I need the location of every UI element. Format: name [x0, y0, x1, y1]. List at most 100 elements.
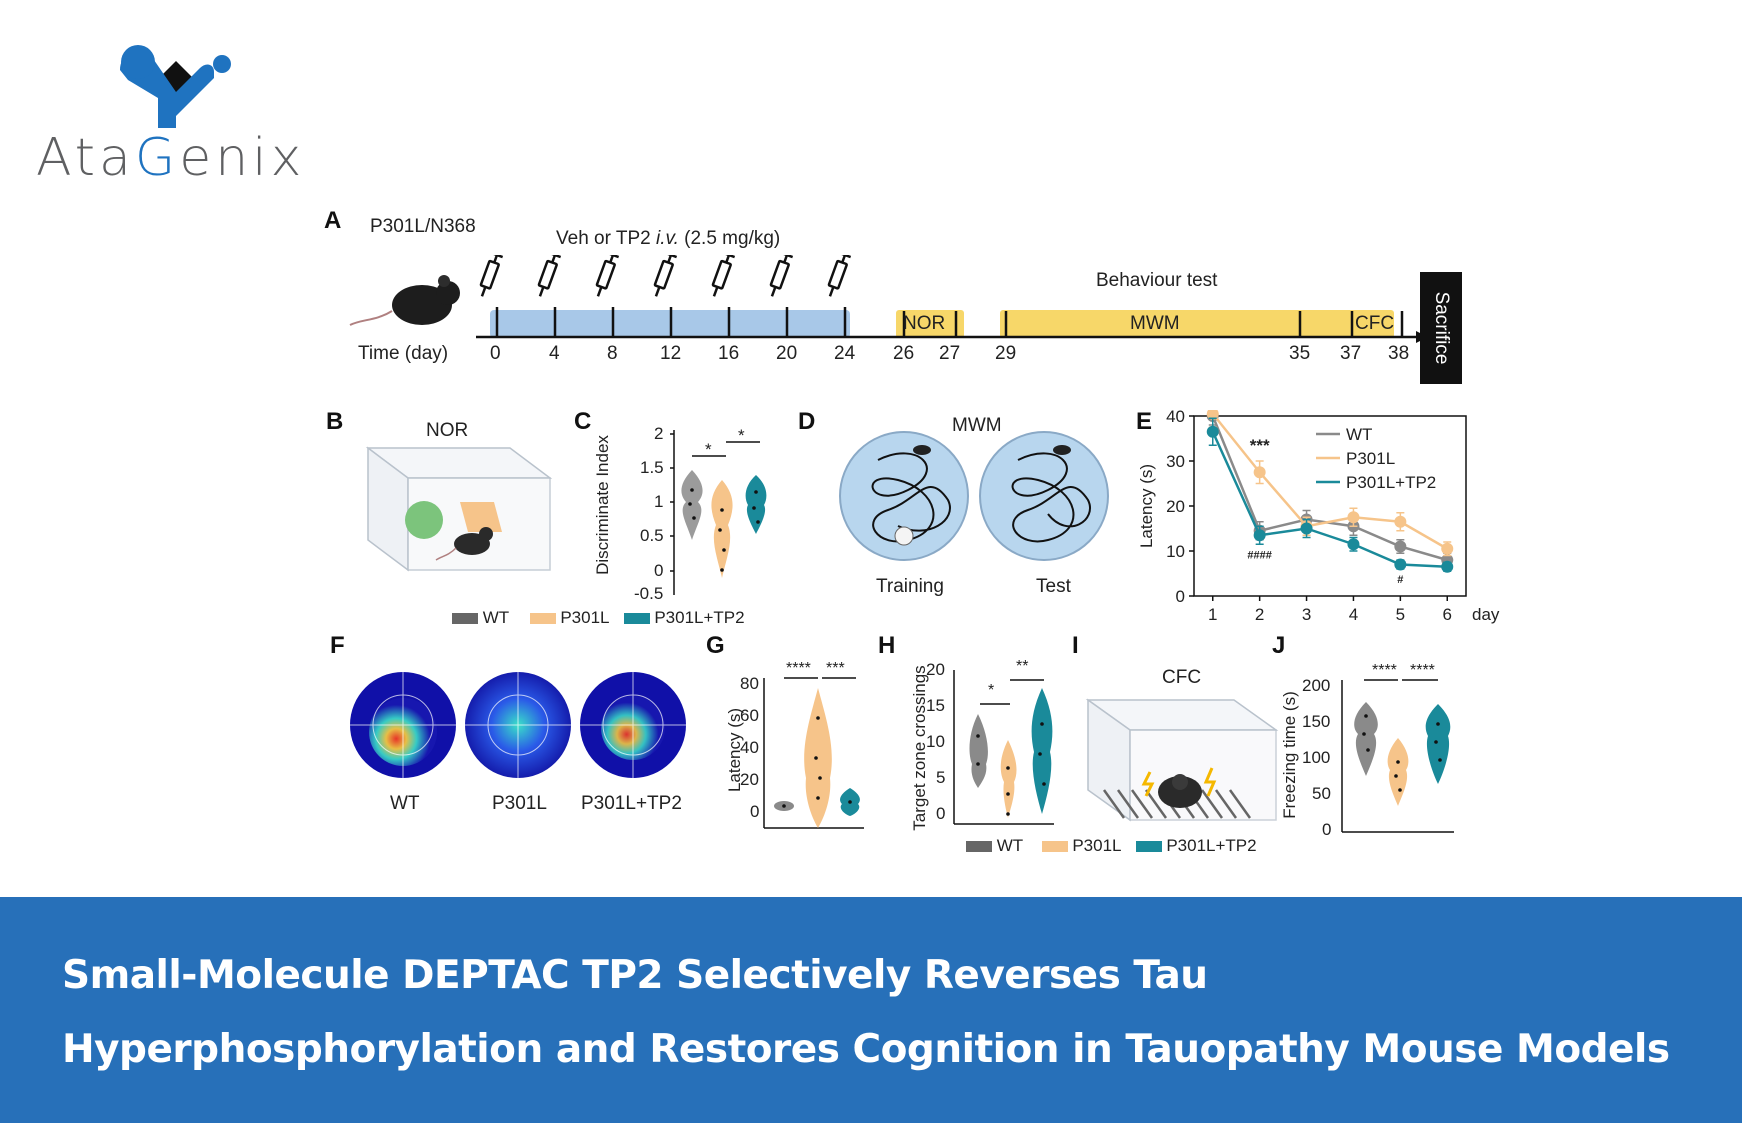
panel-j-label: J [1272, 632, 1286, 659]
x-tick-label: 1 [1208, 605, 1217, 624]
h-ytick-5: 5 [936, 768, 946, 787]
x-tick-label: 5 [1396, 605, 1405, 624]
test-label-mwm: MWM [1130, 313, 1180, 334]
c-ytick-1.5: 1.5 [640, 458, 664, 477]
series-line-2 [1211, 431, 1448, 568]
h-ytick-15: 15 [926, 696, 945, 715]
day-16: 16 [718, 343, 740, 364]
data-point [1394, 558, 1407, 571]
g-ytick-80: 80 [740, 674, 759, 693]
panel-j-ylabel: Freezing time (s) [1280, 691, 1299, 819]
nor-arena-illustration [365, 446, 553, 572]
day-37: 37 [1340, 343, 1362, 364]
data-point [1441, 560, 1454, 573]
h-sig-1: * [988, 682, 995, 699]
mwm-test: Test [1036, 576, 1071, 597]
legend-top: WT P301L P301L+TP2 [452, 608, 745, 628]
heatmap-label-p301l: P301L [492, 793, 547, 814]
legend2-swatch-p301l [1041, 841, 1068, 853]
data-point [1347, 511, 1360, 524]
panel-a-treatment: Veh or TP2 i.v. (2.5 mg/kg) [556, 228, 781, 249]
data-point [1347, 538, 1360, 551]
j-ytick-200: 200 [1302, 676, 1331, 695]
y-tick-label: 0 [1176, 587, 1185, 606]
sacrifice-label: Sacrifice [1431, 291, 1452, 365]
mouse-icon [349, 275, 460, 326]
j-ytick-0: 0 [1322, 820, 1332, 839]
panel-c-label: C [574, 408, 592, 435]
c-ytick-1: 1 [654, 492, 664, 511]
j-ytick-150: 150 [1302, 712, 1331, 731]
data-point [1206, 410, 1219, 420]
test-label-nor: NOR [903, 313, 946, 334]
c-sig-1: * [705, 440, 712, 459]
day-35: 35 [1289, 343, 1311, 364]
j-sig-2: **** [1410, 662, 1435, 679]
legend-text-2: P301L+TP2 [1346, 473, 1436, 492]
x-axis-title: day [1472, 605, 1500, 624]
j-sig-1: **** [1372, 662, 1397, 679]
panel-g-violin-plot [763, 677, 864, 829]
g-ytick-40: 40 [740, 738, 759, 757]
annotation: *** [1250, 436, 1270, 455]
g-sig-2: *** [826, 660, 845, 677]
heatmap-label-tp2: P301L+TP2 [581, 793, 682, 814]
c-ytick-0: 0 [654, 561, 664, 580]
c-ytick-2: 2 [654, 424, 664, 443]
data-point [1300, 522, 1313, 535]
legend2-label-tp2: P301L+TP2 [1166, 836, 1257, 855]
day-38: 38 [1388, 343, 1410, 364]
panel-b-title: NOR [426, 420, 469, 441]
day-8: 8 [607, 343, 618, 364]
data-point [1441, 542, 1454, 555]
mwm-training: Training [876, 576, 944, 597]
brand-logo: AtaGenix [36, 40, 336, 190]
legend2-label-wt: WT [996, 836, 1023, 855]
legend-label-tp2: P301L+TP2 [654, 608, 745, 627]
legend2-swatch-tp2 [1135, 841, 1162, 853]
panel-i-title: CFC [1162, 667, 1202, 688]
panel-c-violin-plot [670, 430, 767, 595]
legend-label-wt: WT [482, 608, 509, 627]
y-tick-label: 40 [1166, 410, 1185, 426]
panel-a-label: A [324, 207, 342, 234]
legend-swatch-tp2 [623, 613, 650, 625]
y-tick-label: 30 [1166, 452, 1185, 471]
legend-text-0: WT [1346, 425, 1372, 444]
g-ytick-0: 0 [750, 802, 760, 821]
legend-text-1: P301L [1346, 449, 1395, 468]
legend2-label-p301l: P301L [1072, 836, 1121, 855]
day-24: 24 [834, 343, 856, 364]
data-point [1394, 515, 1407, 528]
panel-b-label: B [326, 408, 344, 435]
panel-j-violin-plot [1341, 679, 1454, 833]
day-20: 20 [776, 343, 798, 364]
data-point [1206, 425, 1219, 438]
c-ytick-neg0.5: -0.5 [634, 584, 664, 603]
panel-e-label: E [1136, 408, 1153, 435]
y-tick-label: 10 [1166, 542, 1185, 561]
data-point [1253, 466, 1266, 479]
c-sig-2: * [738, 426, 745, 445]
test-label-cfc: CFC [1355, 313, 1395, 334]
time-axis-label: Time (day) [358, 343, 449, 364]
x-tick-label: 6 [1443, 605, 1452, 624]
logo-mark-icon [120, 45, 231, 128]
mwm-pool-illustration [839, 431, 1109, 561]
data-point [1253, 529, 1266, 542]
brand-wordmark: AtaGenix [36, 128, 306, 188]
y-tick-label: 20 [1166, 497, 1185, 516]
legend-swatch-p301l [529, 613, 556, 625]
j-ytick-100: 100 [1302, 748, 1331, 767]
heatmap-tracks [350, 672, 686, 778]
panel-d-title: MWM [952, 415, 1002, 436]
h-ytick-20: 20 [926, 660, 945, 679]
x-tick-label: 3 [1302, 605, 1311, 624]
g-sig-1: **** [786, 660, 811, 677]
series-line-1 [1211, 412, 1448, 550]
panel-h-label: H [878, 632, 896, 659]
legend2-swatch-wt [966, 841, 992, 853]
day-27: 27 [939, 343, 961, 364]
day-0: 0 [490, 343, 501, 364]
annotation: #### [1247, 549, 1271, 561]
